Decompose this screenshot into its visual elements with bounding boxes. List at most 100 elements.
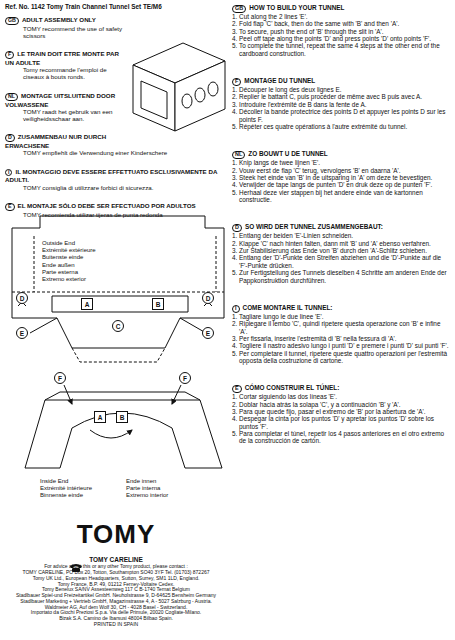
callout-letter: F xyxy=(183,375,187,382)
section-heading: HOW TO BUILD YOUR TUNNEL xyxy=(249,4,344,11)
callout-circle: F xyxy=(54,372,66,384)
section-heading: ZO BOUWT U DE TUNNEL xyxy=(248,150,328,157)
notice-heading: ZUSAMMENBAU NUR DURCH ERWACHSENE xyxy=(5,133,106,149)
careline-block: TOMY CARELINEFor advice about this or an… xyxy=(5,556,227,628)
careline-heading: TOMY CARELINE xyxy=(5,556,227,563)
language-group: GBHOW TO BUILD YOUR TUNNEL 1. Cut along t… xyxy=(232,4,450,57)
step-text: 5. Répéter ces quatre opérations à l'aut… xyxy=(232,123,450,130)
end-label: Extremo interior xyxy=(126,492,168,499)
step-text: 1. Cut along the 2 lines 'E'. xyxy=(232,13,450,20)
reference-line: Ref. No. 1142 Tomy Train Channel Tunnel … xyxy=(5,3,230,10)
callout-letter: C xyxy=(116,323,121,330)
language-code: F xyxy=(232,78,241,86)
callout-letter: A xyxy=(85,301,90,308)
step-text: 2. Fold flap 'C' back, then do the same … xyxy=(232,20,450,27)
step-text: 2. Ripiegare il lembo 'C', quindi ripete… xyxy=(232,320,450,335)
language-group: GBADULT ASSEMBLY ONLY TOMY recommend the … xyxy=(5,16,227,39)
callout-square: B xyxy=(116,411,128,423)
section-heading: SO WIRD DER TUNNEL ZUSAMMENGEBAUT: xyxy=(245,223,383,230)
section-heading: CÓMO CONSTRUIR EL TÚNEL: xyxy=(245,384,340,391)
end-label: Extremo exterior xyxy=(42,276,96,283)
callout-letter: A xyxy=(98,414,103,421)
notice-body: TOMY raadt het gebruik van een veilighei… xyxy=(5,108,227,122)
safety-notices: GBADULT ASSEMBLY ONLY TOMY recommend the … xyxy=(5,13,227,218)
step-text: 2. Klappe 'C' nach hinten falten, dann m… xyxy=(232,240,450,247)
step-text: 2. Doblar hacia atrás la solapa 'C', y a… xyxy=(232,401,450,408)
step-text: 1. Tagliare lungo le due linee 'E'. xyxy=(232,313,450,320)
tunnel-illustration xyxy=(127,31,227,139)
callout-letter: D xyxy=(20,295,25,302)
callout-letter: B xyxy=(120,414,125,421)
callout-letter: E xyxy=(20,330,24,337)
language-code: E xyxy=(5,203,15,211)
address-line: PRINTED IN SPAIN xyxy=(5,622,227,628)
language-code: I xyxy=(232,305,240,313)
notice-heading: MONTAGE UITSLUITEND DOOR VOLWASSENE xyxy=(5,92,115,108)
step-text: 2. Vouw eerst de flap 'C' terug, vervolg… xyxy=(232,167,450,174)
brand-logo: TOMY xyxy=(5,520,227,549)
language-group: ICOME MONTARE IL TUNNEL: 1. Tagliare lung… xyxy=(232,304,450,364)
step-text: 4. Peel off tape along the points 'D' an… xyxy=(232,35,450,42)
callout-letter: F xyxy=(58,375,62,382)
step-text: 3. Introduire l'extrémité de B dans la f… xyxy=(232,101,450,108)
callout-circle: F xyxy=(179,372,191,384)
step-text: 4. Entlang der 'D'-Punkte den Streifen a… xyxy=(232,254,450,269)
language-code: D xyxy=(232,224,242,232)
callout-letter: B xyxy=(156,301,161,308)
step-text: 5. Para completar el túnel, repetir los … xyxy=(232,430,450,445)
notice-body: TOMY recommend the use of safety scissor… xyxy=(5,25,227,39)
language-group: NLZO BOUWT U DE TUNNEL 1. Knip langs de t… xyxy=(232,150,450,203)
language-code: GB xyxy=(5,17,19,25)
language-group: DSO WIRD DER TUNNEL ZUSAMMENGEBAUT: 1. En… xyxy=(232,223,450,283)
step-text: 1. Cortar siguiendo las dos líneas 'E'. xyxy=(232,393,450,400)
end-label: Extrémité intérieure xyxy=(40,485,92,492)
end-label: Parte interna xyxy=(126,485,168,492)
section-heading: COME MONTARE IL TUNNEL: xyxy=(243,304,333,311)
language-group: EEL MONTAJE SÓLO DEBE SER EFECTUADO POR … xyxy=(5,202,227,218)
callout-letter: D xyxy=(206,295,211,302)
step-text: 4. Despegar la cinta por los puntos 'D' … xyxy=(232,415,450,430)
notice-body: TOMY recomienda utilizar tijeras de punt… xyxy=(5,211,227,218)
language-group: IIL MONTAGGIO DEVE ESSERE EFFETTUATO ESC… xyxy=(5,168,227,191)
step-text: 4. Décoller la bande protectrice des poi… xyxy=(232,108,450,123)
callout-square: A xyxy=(81,298,93,310)
step-text: 1. Knip langs de twee lijnen 'E'. xyxy=(232,159,450,166)
language-code: NL xyxy=(232,151,245,159)
end-label: Ende außen xyxy=(42,262,96,269)
step-text: 3. Zur Stabilisierung das Ende von 'B' d… xyxy=(232,247,450,254)
callout-circle: E xyxy=(202,327,214,339)
inside-end-block: Inside EndExtrémité intérieureBinnenste … xyxy=(40,478,92,500)
language-group: FMONTAGE DU TUNNEL 1. Découper le long de… xyxy=(232,77,450,130)
language-code: I xyxy=(5,169,12,177)
step-text: 4. Verwijder de tape langs de punten 'D'… xyxy=(232,181,450,188)
step-text: 3. To secure, push the end of 'B' throug… xyxy=(232,28,450,35)
notice-heading: LE TRAIN DOIT ETRE MONTE PAR UN ADULTE xyxy=(5,50,119,66)
step-text: 3. Para que quede fijo, pasar el extremo… xyxy=(232,408,450,415)
language-code: NL xyxy=(5,93,18,101)
end-label: Inside End xyxy=(40,478,92,485)
end-label: Buitenste einde xyxy=(42,254,96,261)
end-label: Outside End xyxy=(42,240,96,247)
notice-body: TOMY empfiehlt die Verwendung einer Kind… xyxy=(5,149,227,156)
end-label: Ende innen xyxy=(126,478,168,485)
notice-body: TOMY consiglia di utilizzare forbici di … xyxy=(5,184,227,191)
step-text: 1. Entlang der beiden 'E'-Linien schneid… xyxy=(232,232,450,239)
inside-end-block: Ende innenParte internaExtremo interior xyxy=(126,478,168,500)
language-group: DZUSAMMENBAU NUR DURCH ERWACHSENETOMY em… xyxy=(5,133,227,156)
end-label: Binnenste einde xyxy=(40,492,92,499)
end-label: Extrémité extérieure xyxy=(42,247,96,254)
outside-end-block: Outside EndExtrémité extérieureBuitenste… xyxy=(42,240,96,283)
language-code: E xyxy=(232,385,242,393)
notice-heading: ADULT ASSEMBLY ONLY xyxy=(22,16,96,23)
step-text: 4. Togliere il nastro adesivo lungo i pu… xyxy=(232,342,450,349)
section-heading: MONTAGE DU TUNNEL xyxy=(244,77,315,84)
reference-block: Ref. No. 1142 Tomy Train Channel Tunnel … xyxy=(5,3,230,10)
language-code: F xyxy=(5,51,14,59)
language-group: ECÓMO CONSTRUIR EL TÚNEL: 1. Cortar sigui… xyxy=(232,384,450,444)
step-text: 3. Per fissarla, inserire l'estremità di… xyxy=(232,335,450,342)
language-code: GB xyxy=(232,5,246,13)
step-text: 1. Découper le long des deux lignes E. xyxy=(232,86,450,93)
logo-block: TOMY xyxy=(5,520,227,549)
callout-square: A xyxy=(94,411,106,423)
